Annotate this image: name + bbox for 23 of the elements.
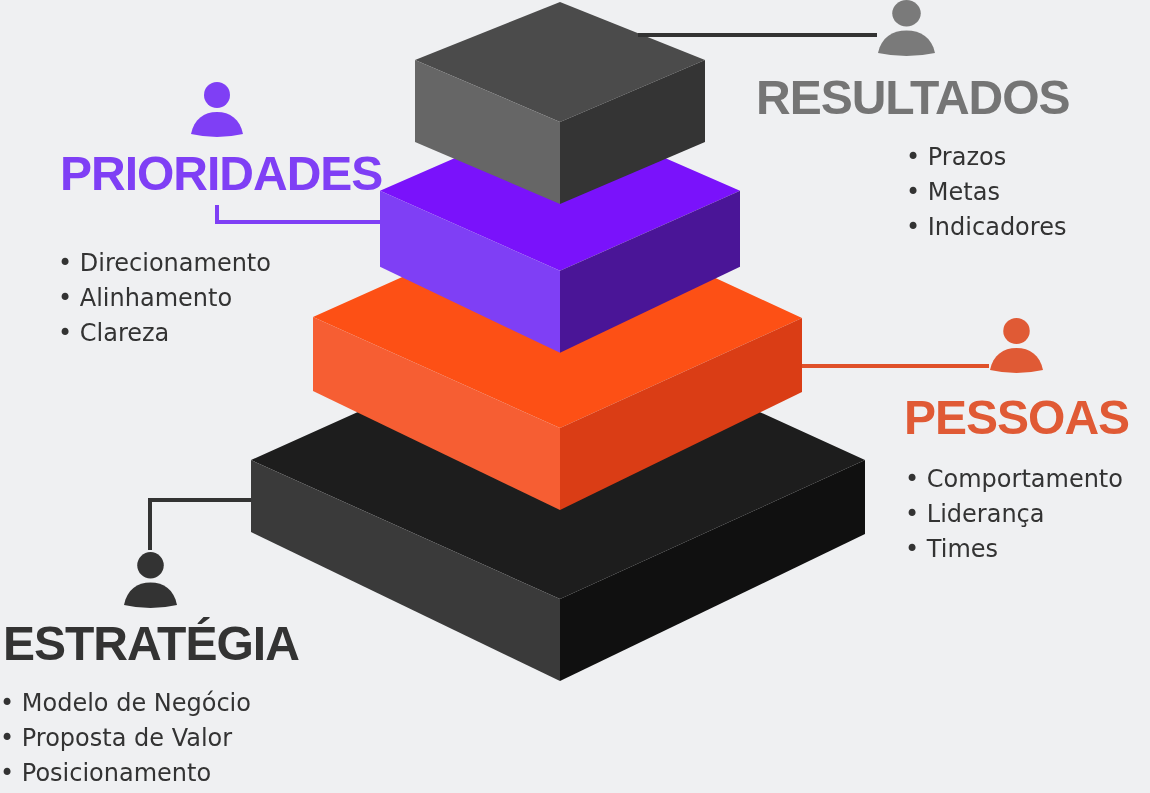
list-item: • Times — [905, 534, 999, 565]
pyramid-layer — [380, 158, 740, 353]
leader-line — [802, 364, 991, 368]
heading: RESULTADOS — [756, 72, 1070, 125]
leader-line — [215, 205, 380, 224]
list-item: • Modelo de Negócio — [0, 688, 251, 719]
list-item: • Clareza — [58, 318, 170, 349]
heading: PRIORIDADES — [60, 148, 383, 201]
list-item: • Metas — [906, 177, 1000, 208]
list-item: • Alinhamento — [58, 283, 233, 314]
list-item: • Prazos — [906, 142, 1007, 173]
heading: ESTRATÉGIA — [3, 618, 299, 671]
heading: PESSOAS — [904, 392, 1130, 445]
list-item: • Posicionamento — [0, 758, 212, 789]
pyramid-layer — [415, 2, 705, 204]
list-item: • Liderança — [905, 499, 1045, 530]
list-item: • Comportamento — [905, 464, 1123, 495]
list-item: • Proposta de Valor — [0, 723, 233, 754]
pyramid-layer — [313, 276, 802, 510]
leader-line — [638, 33, 879, 37]
list-item: • Indicadores — [906, 212, 1067, 243]
leader-line — [148, 498, 251, 550]
list-item: • Direcionamento — [58, 248, 271, 279]
